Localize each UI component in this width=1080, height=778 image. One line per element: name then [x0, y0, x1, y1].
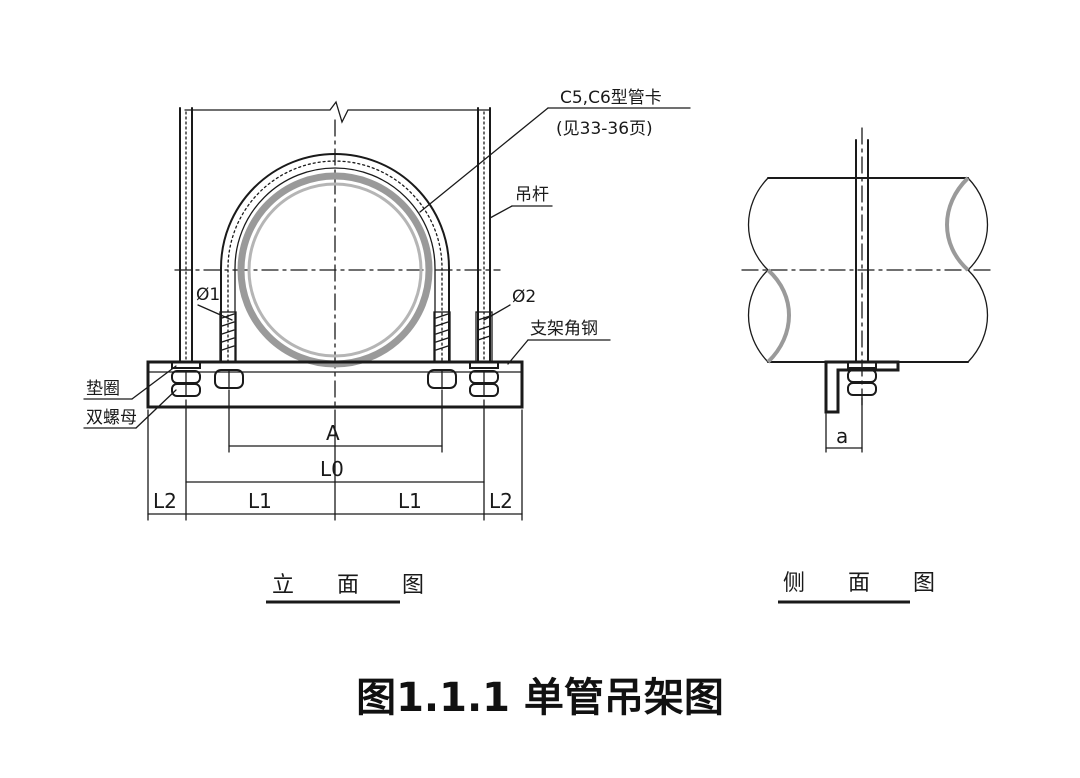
dimension-label-l2-right: L2	[489, 489, 513, 513]
leader-angle-steel	[507, 339, 611, 365]
label-washer: 垫圈	[86, 379, 120, 399]
leader-rod	[489, 205, 553, 219]
label-phi2: Ø2	[512, 287, 536, 307]
side-view: a 侧 面 图	[741, 127, 996, 604]
leader-double-nut	[83, 389, 177, 429]
double-nut-right-rod	[469, 370, 499, 397]
washer-right-rod	[469, 361, 499, 369]
hanger-rod-right	[475, 107, 493, 363]
dimension-label-l1-left: L1	[248, 489, 272, 513]
label-phi1: Ø1	[196, 285, 220, 305]
u-clamp-inner	[234, 167, 436, 363]
leader-phi1	[197, 304, 233, 321]
hanger-rod-left	[179, 107, 193, 363]
nut-clamp-left	[214, 369, 244, 389]
side-angle-steel	[824, 360, 900, 414]
support-angle-steel	[146, 360, 524, 409]
dimension-label-l1-right: L1	[398, 489, 422, 513]
leader-phi2	[483, 304, 511, 321]
double-nut-left-rod	[171, 370, 201, 397]
leader-clamp-type	[419, 107, 691, 213]
washer-left-rod	[171, 361, 201, 369]
side-washer	[847, 361, 877, 369]
dimension-label-l0: L0	[320, 457, 344, 481]
side-nut-lower	[847, 382, 877, 396]
dimension-extension-lines	[147, 389, 523, 521]
u-clamp-dash	[227, 160, 443, 363]
clamp-thread-left	[219, 311, 237, 363]
dimension-label-l2-left: L2	[153, 489, 177, 513]
side-pipe-left-end-shade	[766, 268, 791, 364]
pipe-outer-circle	[237, 172, 433, 368]
nut-clamp-right	[427, 369, 457, 389]
elevation-view: C5,C6型管卡 (见33-36页) 吊杆 Ø1 Ø2 支架角钢 垫圈	[83, 88, 691, 604]
side-pipe-right-end-shade	[945, 176, 970, 272]
elevation-view-title: 立 面 图	[272, 573, 442, 598]
side-view-title: 侧 面 图	[783, 571, 953, 596]
label-clamp-ref: (见33-36页)	[556, 119, 653, 139]
label-clamp-type: C5,C6型管卡	[560, 88, 662, 108]
dimension-label-a: A	[326, 421, 340, 445]
label-rod: 吊杆	[515, 185, 549, 205]
pipe-break-line	[184, 100, 491, 124]
label-double-nut: 双螺母	[86, 408, 137, 428]
figure-caption: 图1.1.1 单管吊架图	[356, 675, 724, 721]
pipe-inner-circle	[247, 182, 423, 358]
leader-washer	[83, 365, 177, 400]
label-angle-steel: 支架角钢	[530, 319, 598, 339]
side-dimension-label-a: a	[836, 424, 848, 448]
u-clamp-outer	[220, 153, 450, 363]
